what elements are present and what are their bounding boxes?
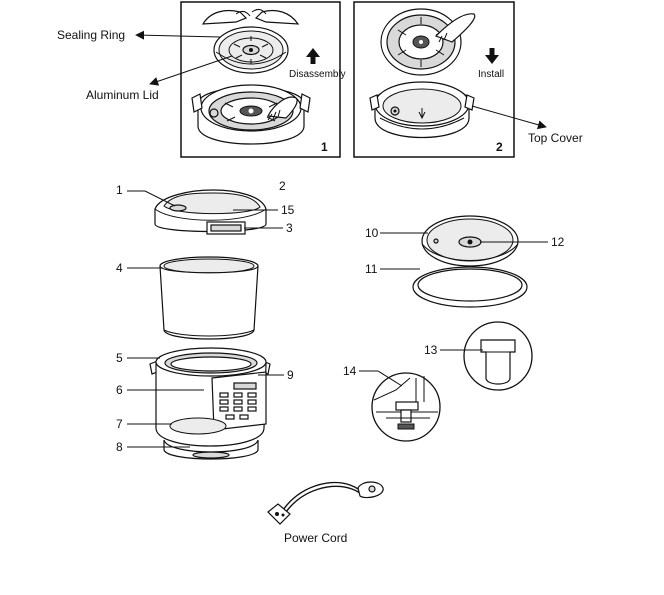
panel-disassembly: Disassembly 1: [180, 1, 346, 158]
power-cord-label: Power Cord: [284, 531, 347, 545]
part-number-1: 1: [116, 183, 123, 197]
part-labels-inner-lid: 10 12 11: [365, 226, 565, 276]
sealing-ring-label: Sealing Ring: [57, 28, 125, 42]
part-number-5: 5: [116, 351, 123, 365]
part-label-13: 13: [424, 343, 483, 357]
panel-install: Install 2: [353, 1, 515, 158]
top-cover-label: Top Cover: [528, 131, 583, 145]
control-buttons: [219, 392, 257, 420]
arrow-up-icon: [306, 48, 320, 64]
lid-install-illustration: [380, 8, 476, 76]
part-number-7: 7: [116, 417, 123, 431]
cooker-body-illustration: [149, 347, 271, 460]
part-labels-main: 1 2 15 3 4 5 9 6 7 8: [116, 179, 295, 454]
part-number-2: 2: [279, 179, 286, 193]
callout-aluminum-lid: Aluminum Lid: [86, 55, 233, 102]
disassembly-label: Disassembly: [289, 69, 346, 80]
aluminum-lid-illustration: [213, 26, 289, 74]
lid-assembly-illustration: [154, 189, 267, 235]
detail-13-illustration: [463, 321, 533, 391]
part-number-10: 10: [365, 226, 379, 240]
install-label: Install: [478, 69, 504, 80]
part-number-14: 14: [343, 364, 357, 378]
part-number-13: 13: [424, 343, 438, 357]
part-number-8: 8: [116, 440, 123, 454]
aluminum-lid-label: Aluminum Lid: [86, 88, 159, 102]
callout-sealing-ring: Sealing Ring: [57, 28, 221, 42]
arrow-down-icon: [485, 48, 499, 64]
part-number-11: 11: [365, 262, 378, 276]
part-label-14: 14: [343, 364, 403, 387]
panel-number-1: 1: [321, 140, 328, 154]
part-number-15: 15: [281, 203, 295, 217]
part-number-6: 6: [116, 383, 123, 397]
part-number-9: 9: [287, 368, 294, 382]
inner-pot-illustration: [159, 256, 259, 340]
power-cord-illustration: [267, 481, 384, 525]
part-number-4: 4: [116, 261, 123, 275]
callout-top-cover: Top Cover: [471, 105, 583, 145]
part-number-12: 12: [551, 235, 565, 249]
part-number-3: 3: [286, 221, 293, 235]
inner-lid-illustration: [412, 215, 528, 308]
panel-number-2: 2: [496, 140, 503, 154]
cooker-top-illustration: [191, 84, 311, 145]
top-cover-illustration: [369, 81, 475, 138]
hands-illustration: [201, 8, 300, 25]
detail-14-illustration: [371, 372, 441, 442]
